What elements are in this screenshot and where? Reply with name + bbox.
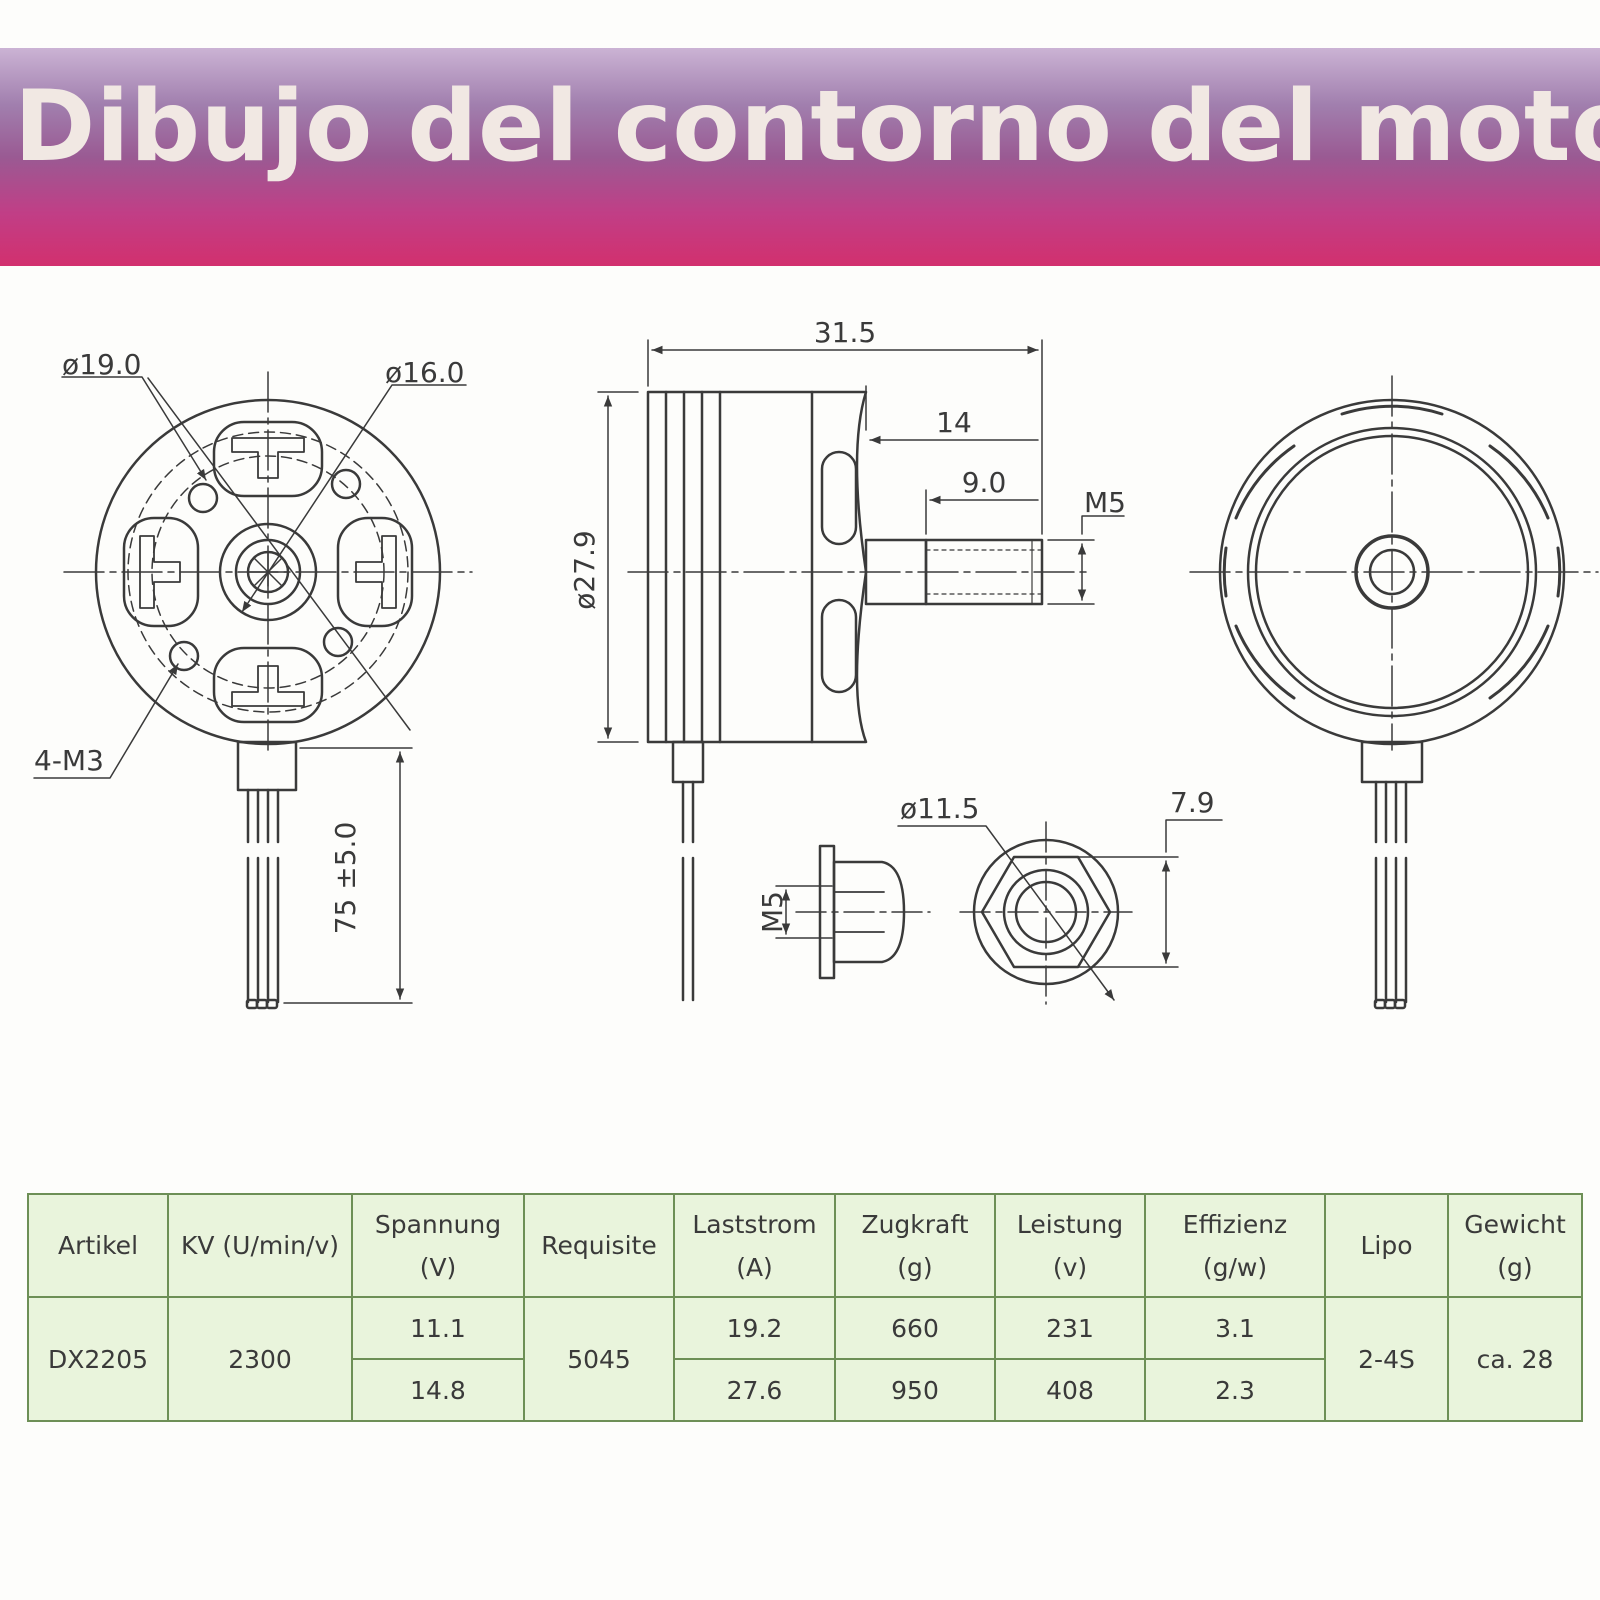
dim-front-outer-diameter: ø19.0	[62, 348, 141, 381]
rear-lead-wires	[1360, 740, 1424, 1010]
side-bell-housing	[646, 390, 868, 744]
header-cell: Requisite	[523, 1193, 675, 1298]
cell-prop: 5045	[523, 1296, 675, 1422]
dim-body-diameter: ø27.9	[568, 530, 601, 609]
header-cell: Lipo	[1324, 1193, 1449, 1298]
front-view: ø19.0 ø16.0 4-M3 75 ±5.0	[33, 348, 473, 1010]
cell-voltage: 11.1	[351, 1296, 525, 1360]
dim-nut-thread: M5	[756, 891, 789, 933]
side-dimensions	[597, 339, 1125, 743]
cell-lipo: 2-4S	[1324, 1296, 1449, 1422]
header-cell: KV (U/min/v)	[167, 1193, 353, 1298]
dim-shaft-thread: M5	[1084, 486, 1126, 519]
header-cell: Leistung(v)	[994, 1193, 1146, 1298]
rear-view	[1189, 375, 1599, 1010]
motor-outline-drawing: ø19.0 ø16.0 4-M3 75 ±5.0	[33, 316, 1599, 1010]
cell-efficiency: 2.3	[1144, 1358, 1326, 1422]
cell-article: DX2205	[27, 1296, 169, 1422]
side-lead-wire	[671, 740, 705, 1002]
prop-nut-front-view: ø11.5 7.9	[897, 786, 1223, 1005]
dim-front-inner-diameter: ø16.0	[385, 356, 464, 389]
rear-vent-slots	[1222, 404, 1562, 700]
header-cell: Spannung(V)	[351, 1193, 525, 1298]
prop-nut-side-view: M5	[756, 844, 931, 980]
page-title: Dibujo del contorno del motor	[14, 70, 1600, 184]
cell-thrust: 950	[834, 1358, 996, 1422]
front-outer-circle	[94, 398, 442, 746]
cell-kv: 2300	[167, 1296, 353, 1422]
title-banner: Dibujo del contorno del motor	[0, 48, 1600, 266]
spec-table: Artikel KV (U/min/v) Spannung(V) Requisi…	[27, 1193, 1583, 1422]
cell-thrust: 660	[834, 1296, 996, 1360]
header-cell: Artikel	[27, 1193, 169, 1298]
side-shaft	[864, 538, 1044, 606]
dim-nut-diameter: ø11.5	[900, 792, 979, 825]
side-view: 31.5 14 9.0 M5 ø27.9	[568, 316, 1126, 1002]
front-lead-wires	[236, 740, 298, 1010]
table-row: 14.8 27.6 950 408 2.3	[28, 1358, 1582, 1422]
dim-mount-screws: 4-M3	[34, 744, 104, 777]
header-cell: Laststrom(A)	[673, 1193, 836, 1298]
dim-nut-width: 7.9	[1170, 786, 1215, 819]
table-row: DX2205 2300 11.1 5045 19.2 660 231 3.1 2…	[27, 1296, 1583, 1422]
cell-weight: ca. 28	[1447, 1296, 1583, 1422]
dim-shaft-length: 14	[936, 406, 972, 439]
header-cell: Effizienz(g/w)	[1144, 1193, 1326, 1298]
cell-efficiency: 3.1	[1144, 1296, 1326, 1360]
cell-power: 231	[994, 1296, 1146, 1360]
dim-thread-length: 9.0	[962, 466, 1007, 499]
cell-power: 408	[994, 1358, 1146, 1422]
cell-current: 27.6	[673, 1358, 836, 1422]
mounting-hole-icons	[168, 468, 362, 672]
header-cell: Zugkraft(g)	[834, 1193, 996, 1298]
cell-current: 19.2	[673, 1296, 836, 1360]
dim-body-length: 31.5	[814, 316, 876, 349]
front-ventilation-slots	[122, 420, 414, 724]
dim-lead-length: 75 ±5.0	[329, 822, 362, 935]
cell-voltage: 14.8	[351, 1358, 525, 1422]
header-cell: Gewicht(g)	[1447, 1193, 1583, 1298]
lead-length-dimension	[283, 747, 413, 1004]
rear-outer-circle	[1218, 398, 1566, 746]
front-leaders	[33, 376, 467, 779]
table-header-row: Artikel KV (U/min/v) Spannung(V) Requisi…	[27, 1193, 1583, 1298]
